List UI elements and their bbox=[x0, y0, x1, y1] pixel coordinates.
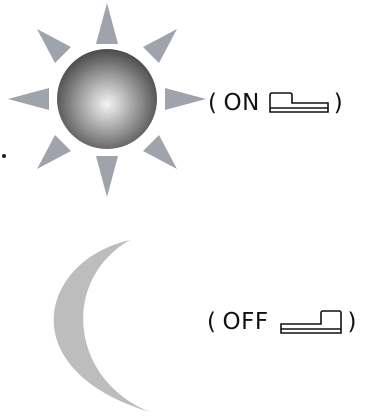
switch-on-icon bbox=[268, 92, 329, 113]
open-paren: ( bbox=[207, 309, 217, 335]
close-paren: ) bbox=[333, 90, 344, 116]
open-paren: ( bbox=[208, 90, 218, 116]
night-mode-label: ( OFF ) bbox=[207, 308, 357, 336]
bullet-dot bbox=[2, 154, 6, 158]
state-text: OFF bbox=[222, 309, 269, 335]
close-paren: ) bbox=[347, 309, 358, 335]
sun-core bbox=[57, 49, 157, 149]
sun-icon bbox=[8, 3, 206, 197]
sun-rays bbox=[8, 3, 206, 197]
switch-off-icon bbox=[279, 310, 342, 334]
day-mode-label: ( ON ) bbox=[208, 90, 343, 116]
state-text: ON bbox=[223, 90, 260, 116]
moon-icon bbox=[53, 240, 150, 412]
